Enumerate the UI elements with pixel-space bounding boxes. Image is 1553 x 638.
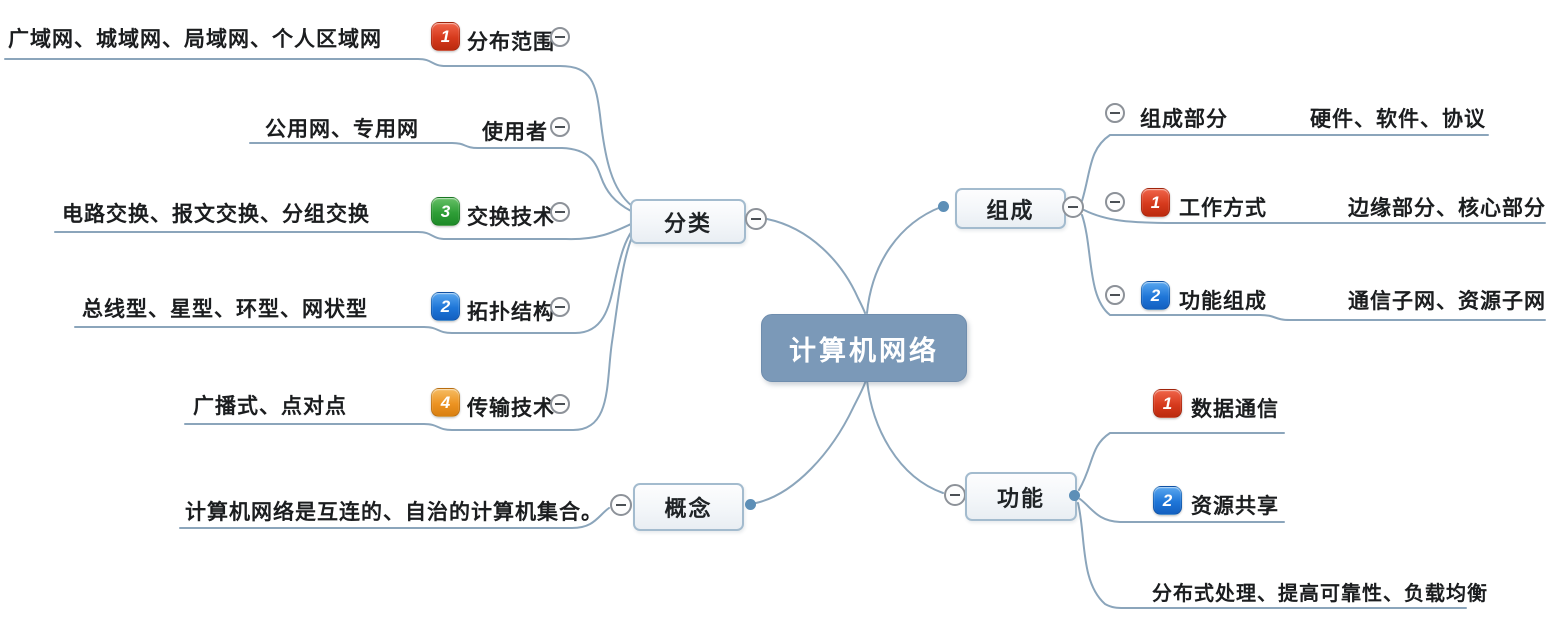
topic-distribution-range-detail[interactable]: 广域网、城域网、局域网、个人区域网 <box>8 28 382 51</box>
collapse-icon[interactable] <box>550 394 570 414</box>
collapse-icon[interactable] <box>550 27 570 47</box>
topic-switching-detail[interactable]: 电路交换、报文交换、分组交换 <box>62 203 370 226</box>
collapse-icon[interactable] <box>1105 285 1125 305</box>
collapse-icon[interactable] <box>1062 196 1084 218</box>
topic-concept-detail[interactable]: 计算机网络是互连的、自治的计算机集合。 <box>185 501 603 524</box>
topic-distributed-processing[interactable]: 分布式处理、提高可靠性、负载均衡 <box>1152 583 1488 605</box>
topic-users-detail[interactable]: 公用网、专用网 <box>265 118 419 141</box>
priority-2-marker[interactable]: 2 <box>1141 281 1170 310</box>
connection-dot <box>1069 490 1080 501</box>
topic-users[interactable]: 使用者 <box>482 121 548 144</box>
priority-1-marker[interactable]: 1 <box>1141 188 1170 217</box>
node-functions-label: 功能 <box>996 485 1045 511</box>
collapse-icon[interactable] <box>1105 192 1125 212</box>
topic-resource-sharing[interactable]: 资源共享 <box>1191 495 1279 518</box>
collapse-icon[interactable] <box>610 494 632 516</box>
topic-components[interactable]: 组成部分 <box>1140 108 1228 131</box>
collapse-icon[interactable] <box>745 208 767 230</box>
topic-topology[interactable]: 拓扑结构 <box>467 301 555 324</box>
node-concept-label: 概念 <box>664 496 713 521</box>
topic-switching[interactable]: 交换技术 <box>467 206 555 229</box>
collapse-icon[interactable] <box>550 202 570 222</box>
priority-3-marker[interactable]: 3 <box>431 197 460 226</box>
collapse-icon[interactable] <box>1105 103 1125 123</box>
collapse-icon[interactable] <box>944 484 966 506</box>
connection-dot <box>938 201 949 212</box>
node-concept[interactable]: 概念 <box>633 483 744 531</box>
topic-transmission-detail[interactable]: 广播式、点对点 <box>193 395 347 418</box>
root-node-label: 计算机网络 <box>789 335 939 366</box>
node-composition-label: 组成 <box>986 197 1035 223</box>
topic-distribution-range[interactable]: 分布范围 <box>467 31 555 54</box>
topic-transmission[interactable]: 传输技术 <box>467 397 555 420</box>
node-classification[interactable]: 分类 <box>630 199 746 244</box>
priority-1-marker[interactable]: 1 <box>1153 389 1182 418</box>
collapse-icon[interactable] <box>550 117 570 137</box>
topic-topology-detail[interactable]: 总线型、星型、环型、网状型 <box>82 298 368 321</box>
root-node[interactable]: 计算机网络 <box>761 314 967 382</box>
priority-2-marker[interactable]: 2 <box>431 292 460 321</box>
priority-2-marker[interactable]: 2 <box>1153 486 1182 515</box>
topic-working-mode[interactable]: 工作方式 <box>1179 197 1267 220</box>
node-composition[interactable]: 组成 <box>955 188 1066 229</box>
topic-data-communication[interactable]: 数据通信 <box>1191 398 1279 421</box>
topic-components-detail[interactable]: 硬件、软件、协议 <box>1310 108 1486 131</box>
priority-1-marker[interactable]: 1 <box>431 22 460 51</box>
node-functions[interactable]: 功能 <box>965 472 1077 521</box>
topic-functional-composition[interactable]: 功能组成 <box>1179 290 1267 313</box>
collapse-icon[interactable] <box>550 297 570 317</box>
topic-working-mode-detail[interactable]: 边缘部分、核心部分 <box>1348 197 1546 220</box>
connection-dot <box>745 499 756 510</box>
topic-functional-composition-detail[interactable]: 通信子网、资源子网 <box>1348 290 1546 313</box>
node-classification-label: 分类 <box>663 210 712 236</box>
priority-4-marker[interactable]: 4 <box>431 388 460 417</box>
